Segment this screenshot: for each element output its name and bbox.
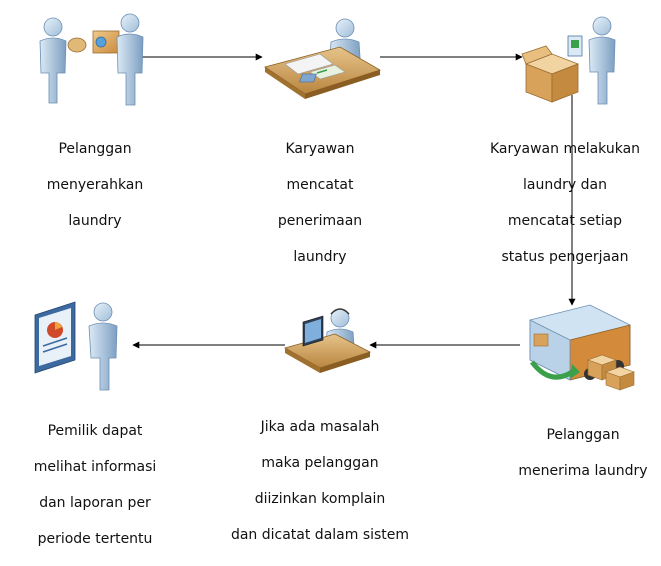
label-line: dan dicatat dalam sistem	[230, 527, 410, 543]
label-line: menerima laundry	[518, 463, 648, 479]
step-label-s5: Jika ada masalah maka pelanggan diizinka…	[205, 400, 435, 562]
label-line: maka pelanggan	[261, 455, 379, 471]
owner-viewing-report-board-icon	[34, 301, 118, 391]
label-line: Pemilik dapat	[47, 423, 143, 439]
label-line: melihat informasi	[33, 459, 157, 475]
process-flow-diagram	[34, 13, 635, 391]
step-label-s4: Pelanggan menerima laundry	[505, 408, 661, 498]
step-label-s6: Pemilik dapat melihat informasi dan lapo…	[10, 404, 180, 566]
label-line: menyerahkan	[46, 177, 144, 193]
label-line: periode tertentu	[37, 531, 153, 547]
customer-handing-laundry-icon	[39, 13, 144, 106]
employee-at-desk-recording-icon	[264, 18, 381, 99]
label-line: mencatat setiap	[507, 213, 623, 229]
operator-with-headset-at-computer-icon	[283, 308, 372, 373]
label-line: laundry	[293, 249, 347, 265]
step-label-s2: Karyawan mencatat penerimaan laundry	[250, 122, 390, 284]
label-line: dan laporan per	[39, 495, 151, 511]
connectors	[132, 53, 576, 349]
label-line: laundry dan	[523, 177, 607, 193]
label-line: mencatat	[286, 177, 354, 193]
step-label-s3: Karyawan melakukan laundry dan mencatat …	[470, 122, 660, 284]
label-line: Pelanggan	[546, 427, 620, 443]
label-line: Karyawan	[285, 141, 355, 157]
label-line: penerimaan	[277, 213, 363, 229]
employee-with-box-and-clipboard-icon	[521, 16, 616, 105]
step-label-s1: Pelanggan menyerahkan laundry	[20, 122, 170, 248]
label-line: status pengerjaan	[501, 249, 629, 265]
label-line: Pelanggan	[58, 141, 132, 157]
label-line: Karyawan melakukan	[489, 141, 641, 157]
delivery-truck-with-boxes-icon	[529, 304, 635, 391]
label-line: laundry	[68, 213, 122, 229]
label-line: Jika ada masalah	[260, 419, 380, 435]
label-line: diizinkan komplain	[254, 491, 386, 507]
